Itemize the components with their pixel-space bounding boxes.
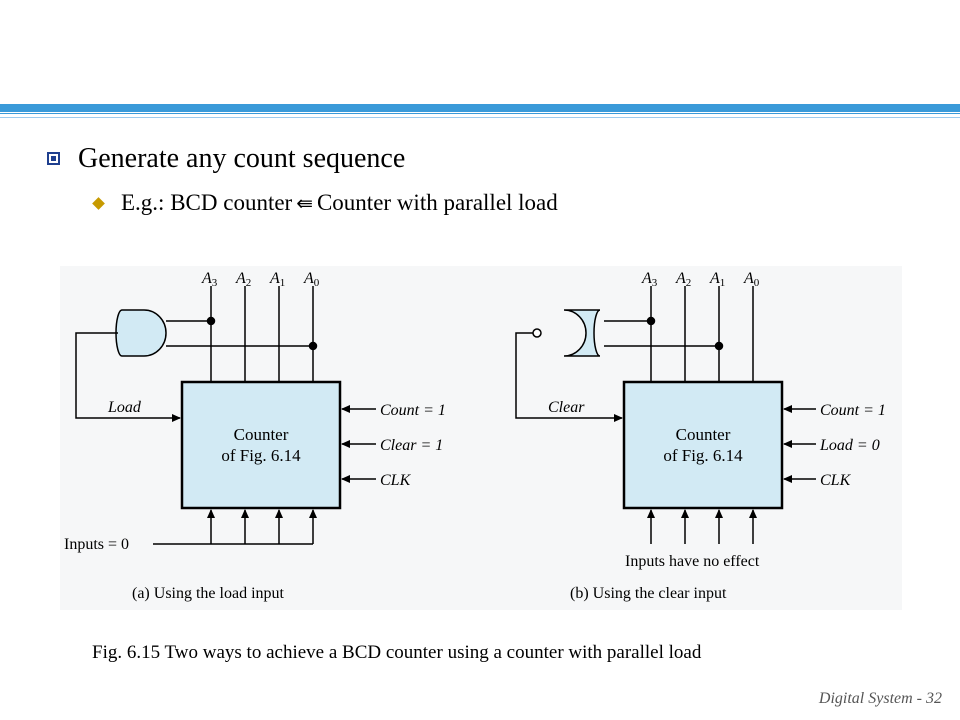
junction-a3-b bbox=[646, 316, 656, 326]
inputs-label-b: Inputs have no effect bbox=[625, 553, 760, 570]
sub-bullet-suffix: Counter with parallel load bbox=[316, 190, 558, 215]
output-label-a0-b: A0 bbox=[743, 270, 760, 289]
square-bullet-icon bbox=[47, 152, 60, 165]
counter-label-line1-b: Counter bbox=[676, 425, 731, 444]
clock-label-a: CLK bbox=[380, 472, 412, 489]
counter-box-b bbox=[622, 380, 784, 510]
header-rule bbox=[0, 113, 960, 114]
output-label-a3-a: A3 bbox=[201, 270, 218, 289]
figure-caption: Fig. 6.15 Two ways to achieve a BCD coun… bbox=[92, 642, 702, 663]
control-label-2-a: Clear = 1 bbox=[380, 437, 443, 454]
left-arrow-icon: ⇚ bbox=[296, 191, 313, 215]
nand-gate-b bbox=[563, 309, 601, 357]
feedback-wire-b bbox=[515, 332, 623, 422]
counter-diagrams-svg: A3 A2 A1 A0 Counter of Fig. 6.14 Load Co… bbox=[64, 270, 886, 602]
feedback-wire-a bbox=[75, 332, 181, 422]
control-label-2-b: Load = 0 bbox=[819, 437, 880, 454]
diamond-bullet-icon bbox=[92, 197, 105, 210]
diagram-b bbox=[515, 286, 816, 544]
output-label-a3-b: A3 bbox=[641, 270, 658, 289]
diagram-caption-b: (b) Using the clear input bbox=[570, 585, 727, 602]
control-label-1-b: Count = 1 bbox=[820, 402, 886, 419]
sub-bullet-text: E.g.: BCD counter⇚Counter with parallel … bbox=[121, 190, 558, 216]
sub-bullet-prefix: E.g.: BCD counter bbox=[121, 190, 293, 215]
feedback-label-a: Load bbox=[107, 399, 142, 416]
diagram-a-labels: A3 A2 A1 A0 Counter of Fig. 6.14 Load Co… bbox=[64, 270, 446, 602]
counter-figure: A3 A2 A1 A0 Counter of Fig. 6.14 Load Co… bbox=[60, 266, 902, 610]
diagram-a bbox=[75, 286, 376, 545]
diagram-b-labels: A3 A2 A1 A0 Counter of Fig. 6.14 Clear C… bbox=[548, 270, 886, 602]
counter-label-line2-b: of Fig. 6.14 bbox=[663, 446, 743, 465]
inversion-bubble-b bbox=[532, 328, 542, 338]
diagram-caption-a: (a) Using the load input bbox=[132, 585, 285, 602]
feedback-label-b: Clear bbox=[548, 399, 585, 416]
control-label-1-a: Count = 1 bbox=[380, 402, 446, 419]
output-label-a2-a: A2 bbox=[235, 270, 251, 289]
counter-label-line1-a: Counter bbox=[234, 425, 289, 444]
header-band bbox=[0, 104, 960, 112]
junction-a0-a bbox=[308, 341, 318, 351]
junction-a3-a bbox=[206, 316, 216, 326]
main-bullet-text: Generate any count sequence bbox=[78, 143, 406, 174]
output-label-a1-b: A1 bbox=[709, 270, 725, 289]
counter-box-a bbox=[180, 380, 342, 510]
output-label-a1-a: A1 bbox=[269, 270, 285, 289]
and-gate-a bbox=[115, 309, 167, 357]
junction-a1-b bbox=[714, 341, 724, 351]
counter-label-line2-a: of Fig. 6.14 bbox=[221, 446, 301, 465]
header-rule-light bbox=[0, 117, 960, 118]
inputs-label-a: Inputs = 0 bbox=[64, 536, 129, 553]
output-label-a2-b: A2 bbox=[675, 270, 691, 289]
clock-label-b: CLK bbox=[820, 472, 852, 489]
output-label-a0-a: A0 bbox=[303, 270, 320, 289]
slide-footer: Digital System - 32 bbox=[818, 690, 942, 707]
